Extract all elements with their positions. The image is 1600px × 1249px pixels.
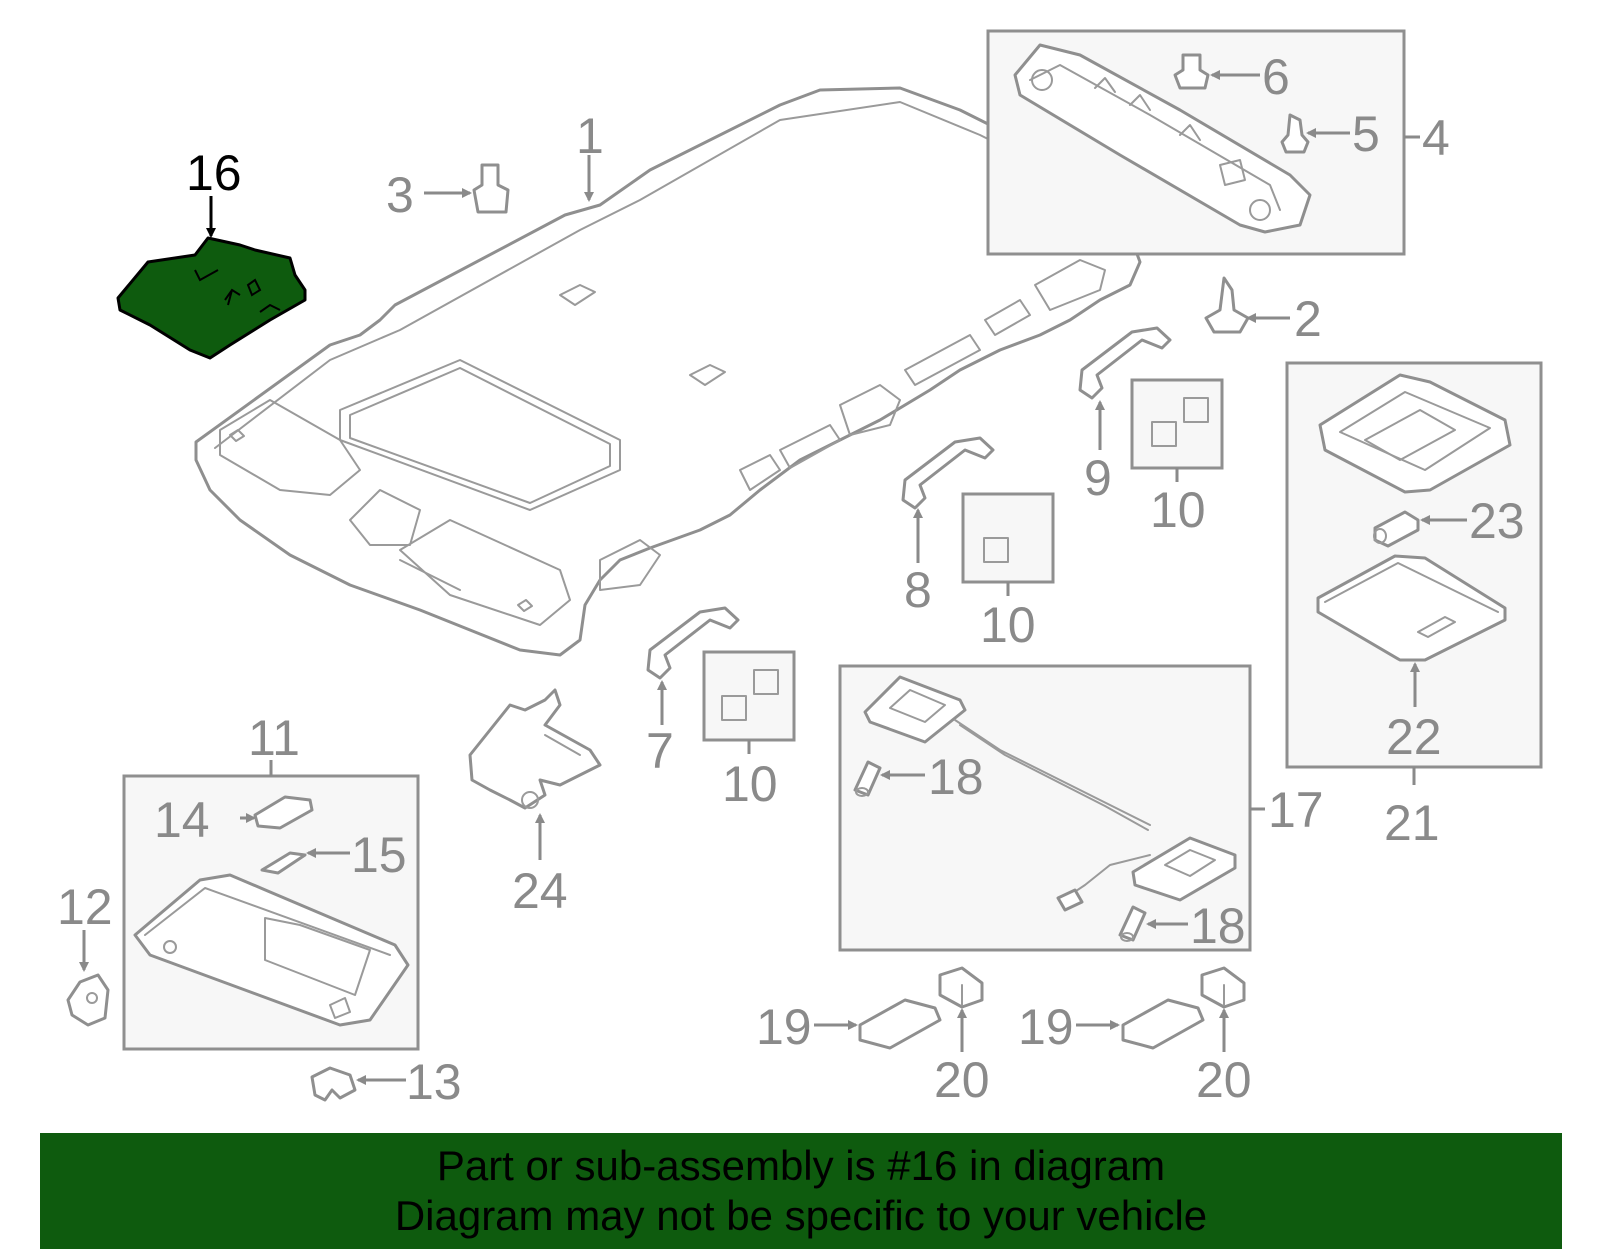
callout-5: 5 xyxy=(1352,106,1380,162)
callout-4: 4 xyxy=(1422,110,1450,166)
clip-part-2[interactable] xyxy=(1204,276,1250,334)
callout-16: 16 xyxy=(186,145,242,201)
part-10-box-a[interactable] xyxy=(1130,378,1224,470)
callout-9: 9 xyxy=(1084,450,1112,506)
callout-14: 14 xyxy=(154,792,210,848)
bracket-part-20-b[interactable] xyxy=(1200,966,1246,1009)
dome-lamp-housing-rear xyxy=(1131,836,1237,902)
bulb-part-18-a[interactable] xyxy=(853,760,882,797)
callout-19-a: 19 xyxy=(756,999,812,1055)
callout-6: 6 xyxy=(1262,49,1290,105)
part-10-box-c[interactable] xyxy=(702,650,796,742)
callout-23: 23 xyxy=(1469,493,1525,549)
highlighted-part-16[interactable] xyxy=(116,236,307,360)
callout-18-b: 18 xyxy=(1190,898,1246,954)
callout-7: 7 xyxy=(646,723,674,779)
assist-grip-part-7[interactable] xyxy=(646,606,740,680)
visor-clip-part-13[interactable] xyxy=(310,1066,357,1102)
bracket-part-24[interactable] xyxy=(468,688,602,810)
callout-22: 22 xyxy=(1386,709,1442,765)
callout-15: 15 xyxy=(351,827,407,883)
callout-12: 12 xyxy=(57,879,113,935)
map-lamp-housing-front xyxy=(863,675,967,744)
bracket-part-20-a[interactable] xyxy=(938,966,984,1009)
room-lamp-base xyxy=(1318,373,1512,494)
callout-10-b: 10 xyxy=(980,597,1036,653)
callout-19-b: 19 xyxy=(1018,999,1074,1055)
lamp-lens-part-22[interactable] xyxy=(1316,554,1507,662)
bulb-part-23[interactable] xyxy=(1373,510,1420,548)
callout-8: 8 xyxy=(904,562,932,618)
part-17-group-box xyxy=(838,664,1252,952)
headliner-part-1[interactable] xyxy=(194,86,1142,657)
callout-24: 24 xyxy=(512,863,568,919)
callout-21: 21 xyxy=(1384,795,1440,851)
clip-part-5[interactable] xyxy=(1280,113,1310,154)
visor-holder-part-12[interactable] xyxy=(66,973,110,1027)
callout-10-c: 10 xyxy=(722,756,778,812)
part-10-box-b[interactable] xyxy=(961,492,1055,584)
callout-20-b: 20 xyxy=(1196,1052,1252,1108)
assist-grip-part-9[interactable] xyxy=(1078,326,1172,400)
callout-10-a: 10 xyxy=(1150,482,1206,538)
callout-18-a: 18 xyxy=(928,749,984,805)
banner-line-1: Part or sub-assembly is #16 in diagram xyxy=(436,1142,1166,1189)
mirror-cover-part-14[interactable] xyxy=(253,795,314,830)
clip-part-6[interactable] xyxy=(1173,53,1210,90)
rear-trim-panel xyxy=(1013,43,1312,234)
banner-line-2: Diagram may not be specific to your vehi… xyxy=(394,1192,1208,1239)
bulb-part-18-b[interactable] xyxy=(1118,905,1147,942)
clip-part-3[interactable] xyxy=(472,163,510,214)
callout-1: 1 xyxy=(576,108,604,164)
callout-11: 11 xyxy=(248,710,300,766)
label-part-15[interactable] xyxy=(260,851,307,875)
callout-2: 2 xyxy=(1294,291,1322,347)
sun-visor xyxy=(133,873,410,1027)
info-banner: Part or sub-assembly is #16 in diagram D… xyxy=(40,1133,1562,1249)
callout-13: 13 xyxy=(406,1054,462,1110)
part-4-group-box xyxy=(986,29,1406,256)
callout-3: 3 xyxy=(386,167,414,223)
lens-part-19-a[interactable] xyxy=(858,998,942,1050)
callout-20-a: 20 xyxy=(934,1052,990,1108)
callout-17: 17 xyxy=(1268,782,1324,838)
assist-grip-part-8[interactable] xyxy=(901,436,995,510)
lens-part-19-b[interactable] xyxy=(1121,998,1205,1050)
